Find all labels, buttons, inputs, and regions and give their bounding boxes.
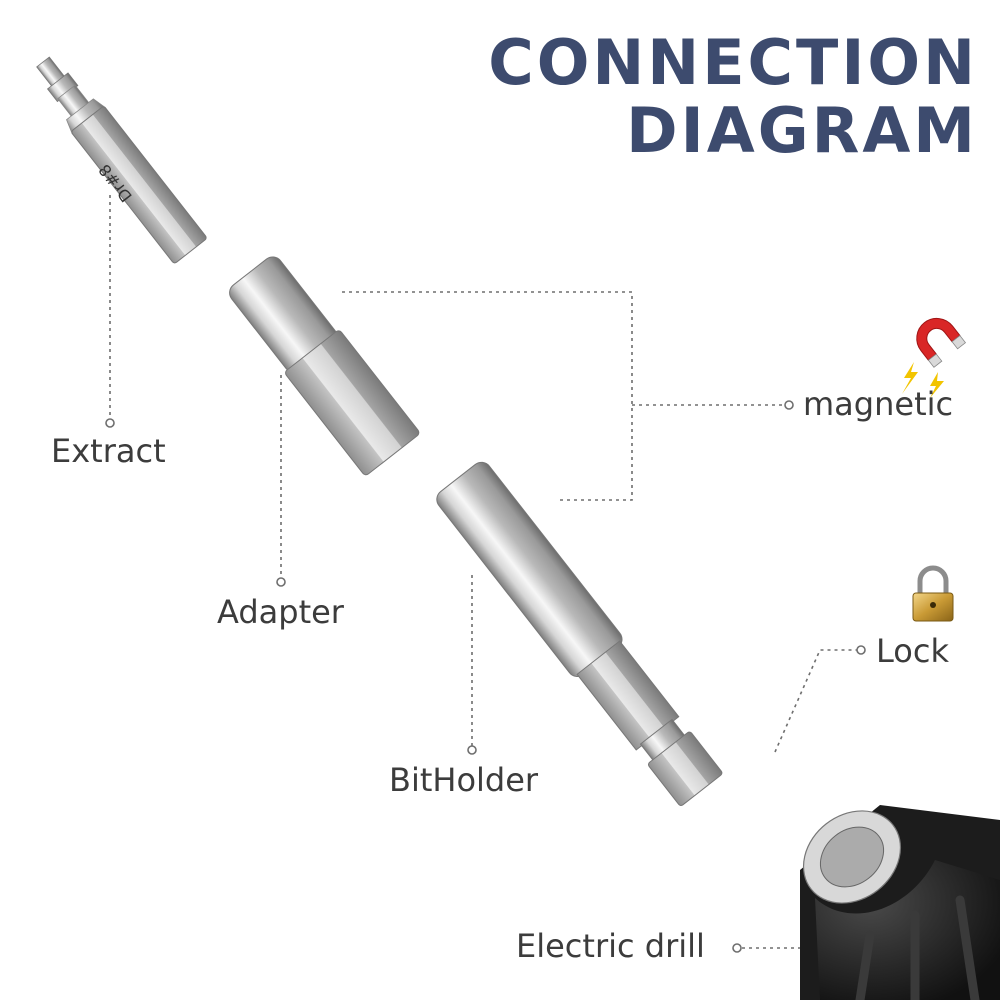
label-lock: Lock [876,632,949,670]
endpoint-bitholder [467,745,477,755]
endpoint-lock [856,645,866,655]
title-line-1: CONNECTION [488,26,978,99]
endpoint-magnetic [784,400,794,410]
endpoint-adapter [276,577,286,587]
leader-endpoints [105,400,866,953]
electric-drill [800,805,1000,1005]
bitholder-part [436,461,723,806]
padlock-icon [912,565,954,622]
leader-lock [774,649,857,753]
magnet-icon [916,317,967,368]
title-line-2: DIAGRAM [626,94,978,167]
magnet-spark-icon [902,362,944,398]
leader-lines [109,195,857,949]
label-magnetic: magnetic [803,385,954,423]
label-electric-drill: Electric drill [516,927,705,965]
endpoint-electric-drill [732,943,742,953]
label-bitholder: BitHolder [389,761,539,799]
label-adapter: Adapter [217,593,344,631]
leader-magnetic-bracket [342,291,633,501]
adapter-part [229,256,420,476]
extract-bit: Dr#8 [36,56,207,264]
label-extract: Extract [51,432,166,470]
endpoint-extract [105,418,115,428]
